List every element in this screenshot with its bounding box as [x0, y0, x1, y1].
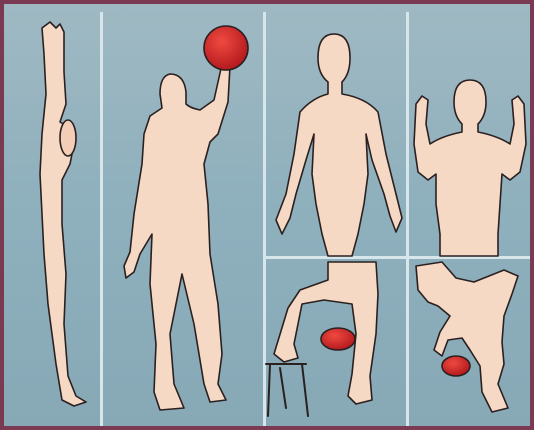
red-ball	[204, 26, 248, 70]
figure-leg-crossed	[416, 262, 518, 412]
red-ball	[442, 356, 470, 376]
figure-leg-on-stool	[266, 262, 378, 416]
figure-front-standing	[276, 34, 402, 256]
red-ball	[321, 328, 355, 350]
figure-side-arms-raised	[40, 22, 86, 406]
illustration-scene	[4, 4, 530, 426]
stool	[266, 364, 308, 416]
figure-front-hands-up	[414, 80, 526, 256]
figure-back-with-ball	[124, 26, 248, 410]
